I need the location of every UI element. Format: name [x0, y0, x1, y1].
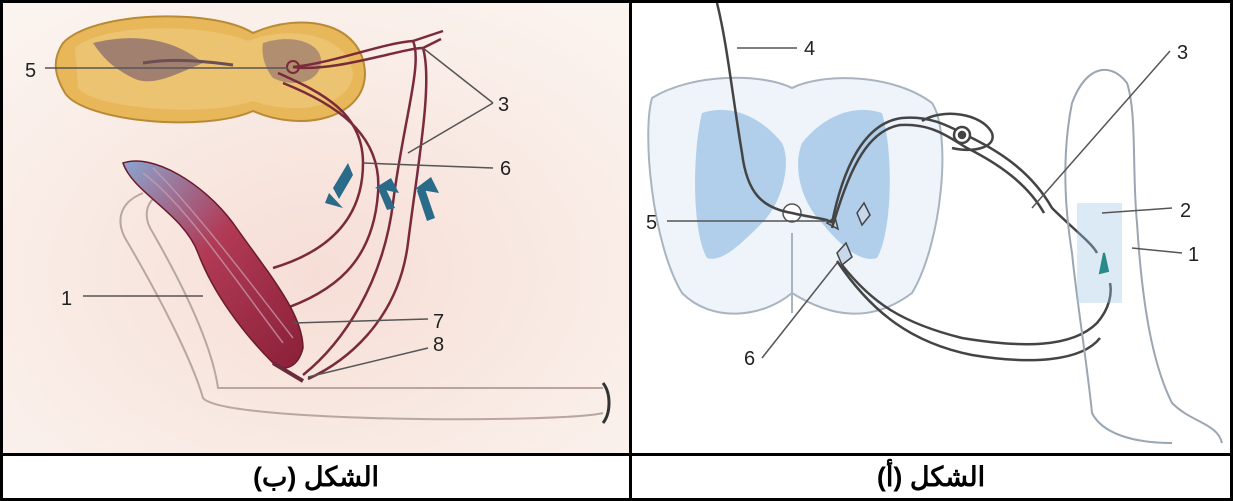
label-1: 1: [1188, 244, 1199, 266]
spinal-cord-section: [56, 16, 365, 122]
figure-a-diagram: 4 3 2 1 5 6: [632, 3, 1230, 453]
figure-b-diagram: 5 3 6 1 7 8: [3, 3, 629, 453]
caption-figure-a: الشكل (أ): [632, 456, 1230, 498]
label-8: 8: [433, 334, 444, 356]
border-left: [0, 0, 3, 501]
label-3: 3: [1177, 42, 1188, 64]
figure-b-image: 5 3 6 1 7 8: [3, 3, 629, 453]
border-top: [0, 0, 1233, 3]
label-2: 2: [1180, 200, 1191, 222]
caption-figure-b: الشكل (ب): [3, 456, 629, 498]
label-4: 4: [804, 38, 815, 60]
label-6: 6: [500, 158, 511, 180]
label-6: 6: [744, 348, 755, 370]
label-5: 5: [25, 60, 36, 82]
label-5: 5: [646, 212, 657, 234]
spinal-cord-section: [648, 78, 942, 314]
label-1: 1: [61, 288, 72, 310]
figure-a-image: 4 3 2 1 5 6: [632, 3, 1230, 453]
label-3: 3: [498, 94, 509, 116]
border-caption-row: [0, 453, 1233, 456]
border-middle-vertical: [629, 0, 632, 501]
label-7: 7: [433, 311, 444, 333]
